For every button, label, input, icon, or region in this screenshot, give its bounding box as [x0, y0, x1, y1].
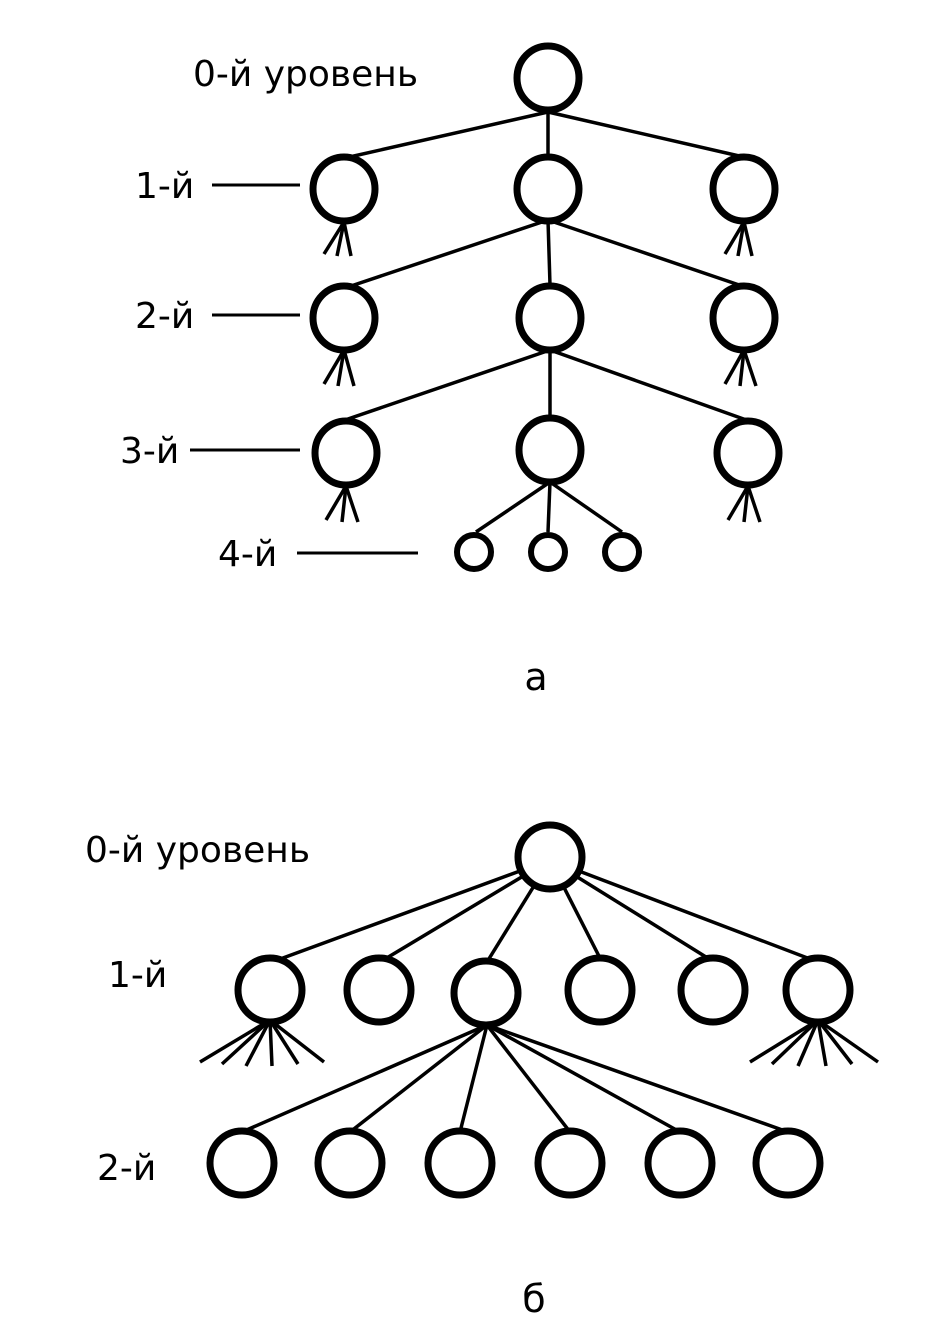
node-b-2-4 [534, 1127, 606, 1199]
node-a-3-left [311, 417, 381, 489]
stub-a-2-right [723, 349, 758, 387]
stubs-b [199, 1018, 880, 1067]
node-a-3-center [515, 414, 585, 486]
node-a-4-right [602, 532, 642, 572]
nodes-a [309, 42, 783, 572]
node-a-2-left [309, 282, 379, 354]
caption-a: а [524, 655, 547, 699]
stub-a-2-left [322, 349, 356, 387]
caption-b: б [522, 1277, 545, 1321]
node-b-1-5 [677, 954, 749, 1026]
level-label-a-3: 3-й [120, 431, 179, 472]
nodes-b [206, 821, 854, 1199]
node-a-4-center [528, 532, 568, 572]
node-a-root [513, 42, 583, 114]
stub-a-3-right [726, 485, 762, 523]
diagram-a: 0-й уровень 1-й 2-й 3-й 4-й [120, 42, 783, 699]
node-b-root [514, 821, 586, 893]
node-b-2-2 [314, 1127, 386, 1199]
level-label-a-0: 0-й уровень [193, 54, 418, 95]
node-a-2-right [709, 282, 779, 354]
level-label-a-4: 4-й [218, 534, 277, 575]
node-a-1-left [309, 153, 379, 225]
node-b-2-1 [206, 1127, 278, 1199]
stub-a-3-left [324, 485, 360, 523]
stub-a-1-right [723, 221, 754, 257]
node-b-2-6 [752, 1127, 824, 1199]
stubs-a [322, 221, 762, 523]
node-b-1-3 [450, 957, 522, 1029]
node-b-1-4 [564, 954, 636, 1026]
edges-b [241, 858, 819, 1134]
node-a-3-right [713, 417, 783, 489]
stub-a-1-left [322, 221, 353, 257]
level-label-b-2: 2-й [97, 1148, 156, 1189]
node-a-1-center [513, 153, 583, 225]
level-label-a-2: 2-й [135, 296, 194, 337]
diagram-b: 0-й уровень 1-й 2-й [85, 821, 880, 1321]
node-b-2-3 [424, 1127, 496, 1199]
stub-b-1-left [199, 1018, 326, 1067]
node-a-1-right [709, 153, 779, 225]
node-b-1-2 [343, 954, 415, 1026]
node-b-1-6 [782, 954, 854, 1026]
node-a-2-center [515, 282, 585, 354]
level-label-b-0: 0-й уровень [85, 830, 310, 871]
level-label-b-1: 1-й [108, 955, 167, 996]
node-b-1-1 [234, 954, 306, 1026]
level-label-a-1: 1-й [135, 166, 194, 207]
edges-a [344, 110, 753, 534]
node-b-2-5 [644, 1127, 716, 1199]
stub-b-1-right [749, 1018, 880, 1067]
node-a-4-left [454, 532, 494, 572]
